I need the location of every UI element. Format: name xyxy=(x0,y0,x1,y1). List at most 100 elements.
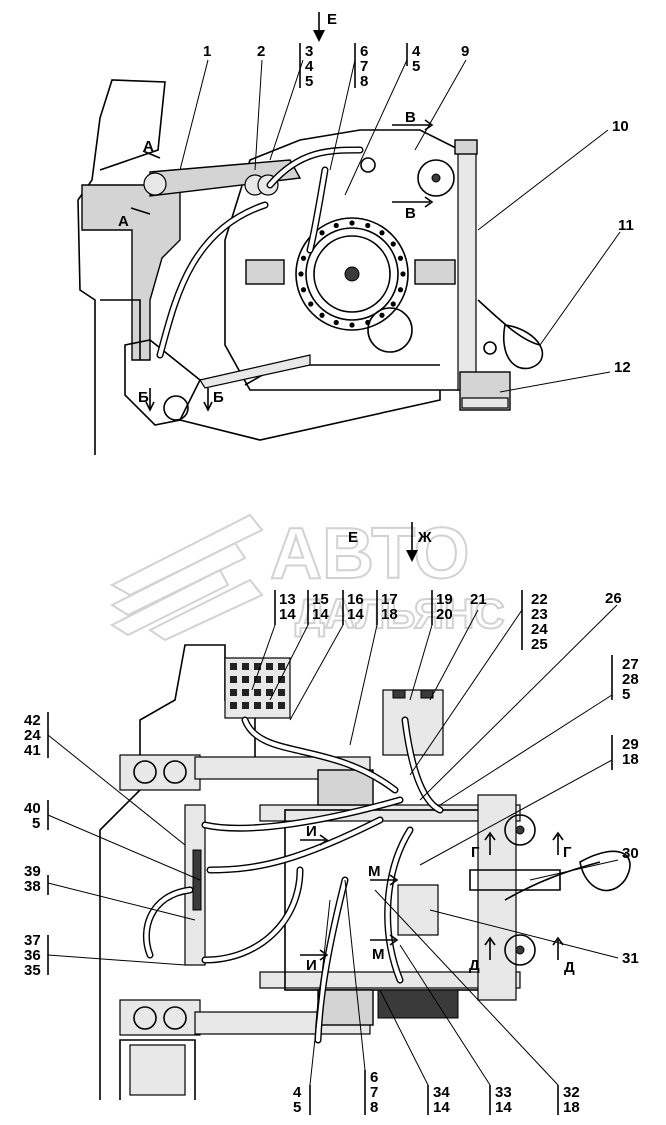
callout-33: 33 xyxy=(495,1084,512,1101)
callout-14d: 14 xyxy=(433,1099,450,1116)
callout-38: 38 xyxy=(24,878,41,895)
callout-4c: 4 xyxy=(293,1084,302,1101)
section-d-2: Д xyxy=(564,959,575,976)
callout-5a: 5 xyxy=(305,73,313,90)
view-marker-zh: Ж xyxy=(417,529,432,546)
callout-14a: 14 xyxy=(279,606,296,623)
section-a-2: А xyxy=(118,213,129,230)
callout-14c: 14 xyxy=(347,606,364,623)
callout-5e: 5 xyxy=(293,1099,301,1116)
terminal-pin xyxy=(278,676,285,683)
terminal-pin xyxy=(242,702,249,709)
terminal-pin xyxy=(278,663,285,670)
terminal-pin xyxy=(230,702,237,709)
callout-19: 19 xyxy=(436,591,453,608)
callout-7b: 7 xyxy=(370,1084,378,1101)
callout-6b: 6 xyxy=(370,1069,378,1086)
callout-15: 15 xyxy=(312,591,329,608)
callout-13: 13 xyxy=(279,591,296,608)
callout-16: 16 xyxy=(347,591,364,608)
callout-24a: 24 xyxy=(531,621,548,638)
section-g-2: Г xyxy=(563,844,572,861)
gear-bolt xyxy=(400,271,406,277)
gear-bolt xyxy=(379,230,385,236)
callout-27: 27 xyxy=(622,656,639,673)
callout-25: 25 xyxy=(531,636,548,653)
callout-11: 11 xyxy=(618,217,634,234)
callout-21: 21 xyxy=(470,591,487,608)
callout-26: 26 xyxy=(605,590,622,607)
section-m-1: М xyxy=(368,863,381,880)
gear-bolt xyxy=(390,301,396,307)
callout-7: 7 xyxy=(360,58,368,75)
section-v-2: В xyxy=(405,205,416,222)
terminal-pin xyxy=(254,663,261,670)
terminal-pin xyxy=(254,702,261,709)
callout-6: 6 xyxy=(360,43,368,60)
watermark-line1: АВТО xyxy=(270,514,469,594)
callout-8: 8 xyxy=(360,73,368,90)
callout-40: 40 xyxy=(24,800,41,817)
terminal-pin xyxy=(230,663,237,670)
watermark-logo-icon xyxy=(109,513,264,642)
terminal-pin xyxy=(266,676,273,683)
callout-29: 29 xyxy=(622,736,639,753)
section-d-1: Д xyxy=(469,957,480,974)
callout-24b: 24 xyxy=(24,727,41,744)
callout-41: 41 xyxy=(24,742,41,759)
callout-4a: 4 xyxy=(305,58,314,75)
watermark-line2: ДАЛЬЯНС xyxy=(295,590,505,637)
section-b-2: Б xyxy=(213,389,224,406)
gear-bolt xyxy=(379,312,385,318)
callout-5b: 5 xyxy=(412,58,420,75)
callout-1: 1 xyxy=(203,43,211,60)
gear-bolt xyxy=(349,322,355,328)
gear-bolt xyxy=(298,271,304,277)
callout-5d: 5 xyxy=(32,815,40,832)
terminal-pin xyxy=(242,689,249,696)
callout-3: 3 xyxy=(305,43,313,60)
gear-bolts xyxy=(298,220,406,328)
section-b-1: Б xyxy=(138,389,149,406)
callout-9: 9 xyxy=(461,43,469,60)
gear-bolt xyxy=(397,255,404,261)
gear-bolt xyxy=(308,301,314,307)
terminal-block xyxy=(230,663,285,709)
callout-30: 30 xyxy=(622,845,639,862)
terminal-pin xyxy=(230,689,237,696)
gear-bolt xyxy=(397,287,404,293)
callout-22: 22 xyxy=(531,591,548,608)
gear-bolt xyxy=(319,230,325,236)
gear-bolt xyxy=(390,241,396,247)
callout-8b: 8 xyxy=(370,1099,378,1116)
terminal-pin xyxy=(278,689,285,696)
callout-5c: 5 xyxy=(622,686,630,703)
callout-10: 10 xyxy=(612,118,629,135)
callout-35: 35 xyxy=(24,962,41,979)
callout-39: 39 xyxy=(24,863,41,880)
callout-17: 17 xyxy=(381,591,398,608)
gear-bolt xyxy=(300,255,307,261)
watermark: АВТО ДАЛЬЯНС xyxy=(109,513,506,642)
callout-23: 23 xyxy=(531,606,548,623)
callout-42: 42 xyxy=(24,712,41,729)
view-marker-e-top: Е xyxy=(327,11,337,28)
section-i-1: И xyxy=(306,823,317,840)
terminal-pin xyxy=(266,663,273,670)
callout-36: 36 xyxy=(24,947,41,964)
terminal-pin xyxy=(278,702,285,709)
section-v-1: В xyxy=(405,109,416,126)
callout-37: 37 xyxy=(24,932,41,949)
terminal-pin xyxy=(266,689,273,696)
section-m-2: М xyxy=(372,946,385,963)
callout-28: 28 xyxy=(622,671,639,688)
callout-20: 20 xyxy=(436,606,453,623)
callout-14e: 14 xyxy=(495,1099,512,1116)
gear-bolt xyxy=(300,287,307,293)
callout-12: 12 xyxy=(614,359,631,376)
callout-4b: 4 xyxy=(412,43,421,60)
gear-bolt xyxy=(333,222,339,229)
terminal-pin xyxy=(254,689,261,696)
terminal-pin xyxy=(266,702,273,709)
